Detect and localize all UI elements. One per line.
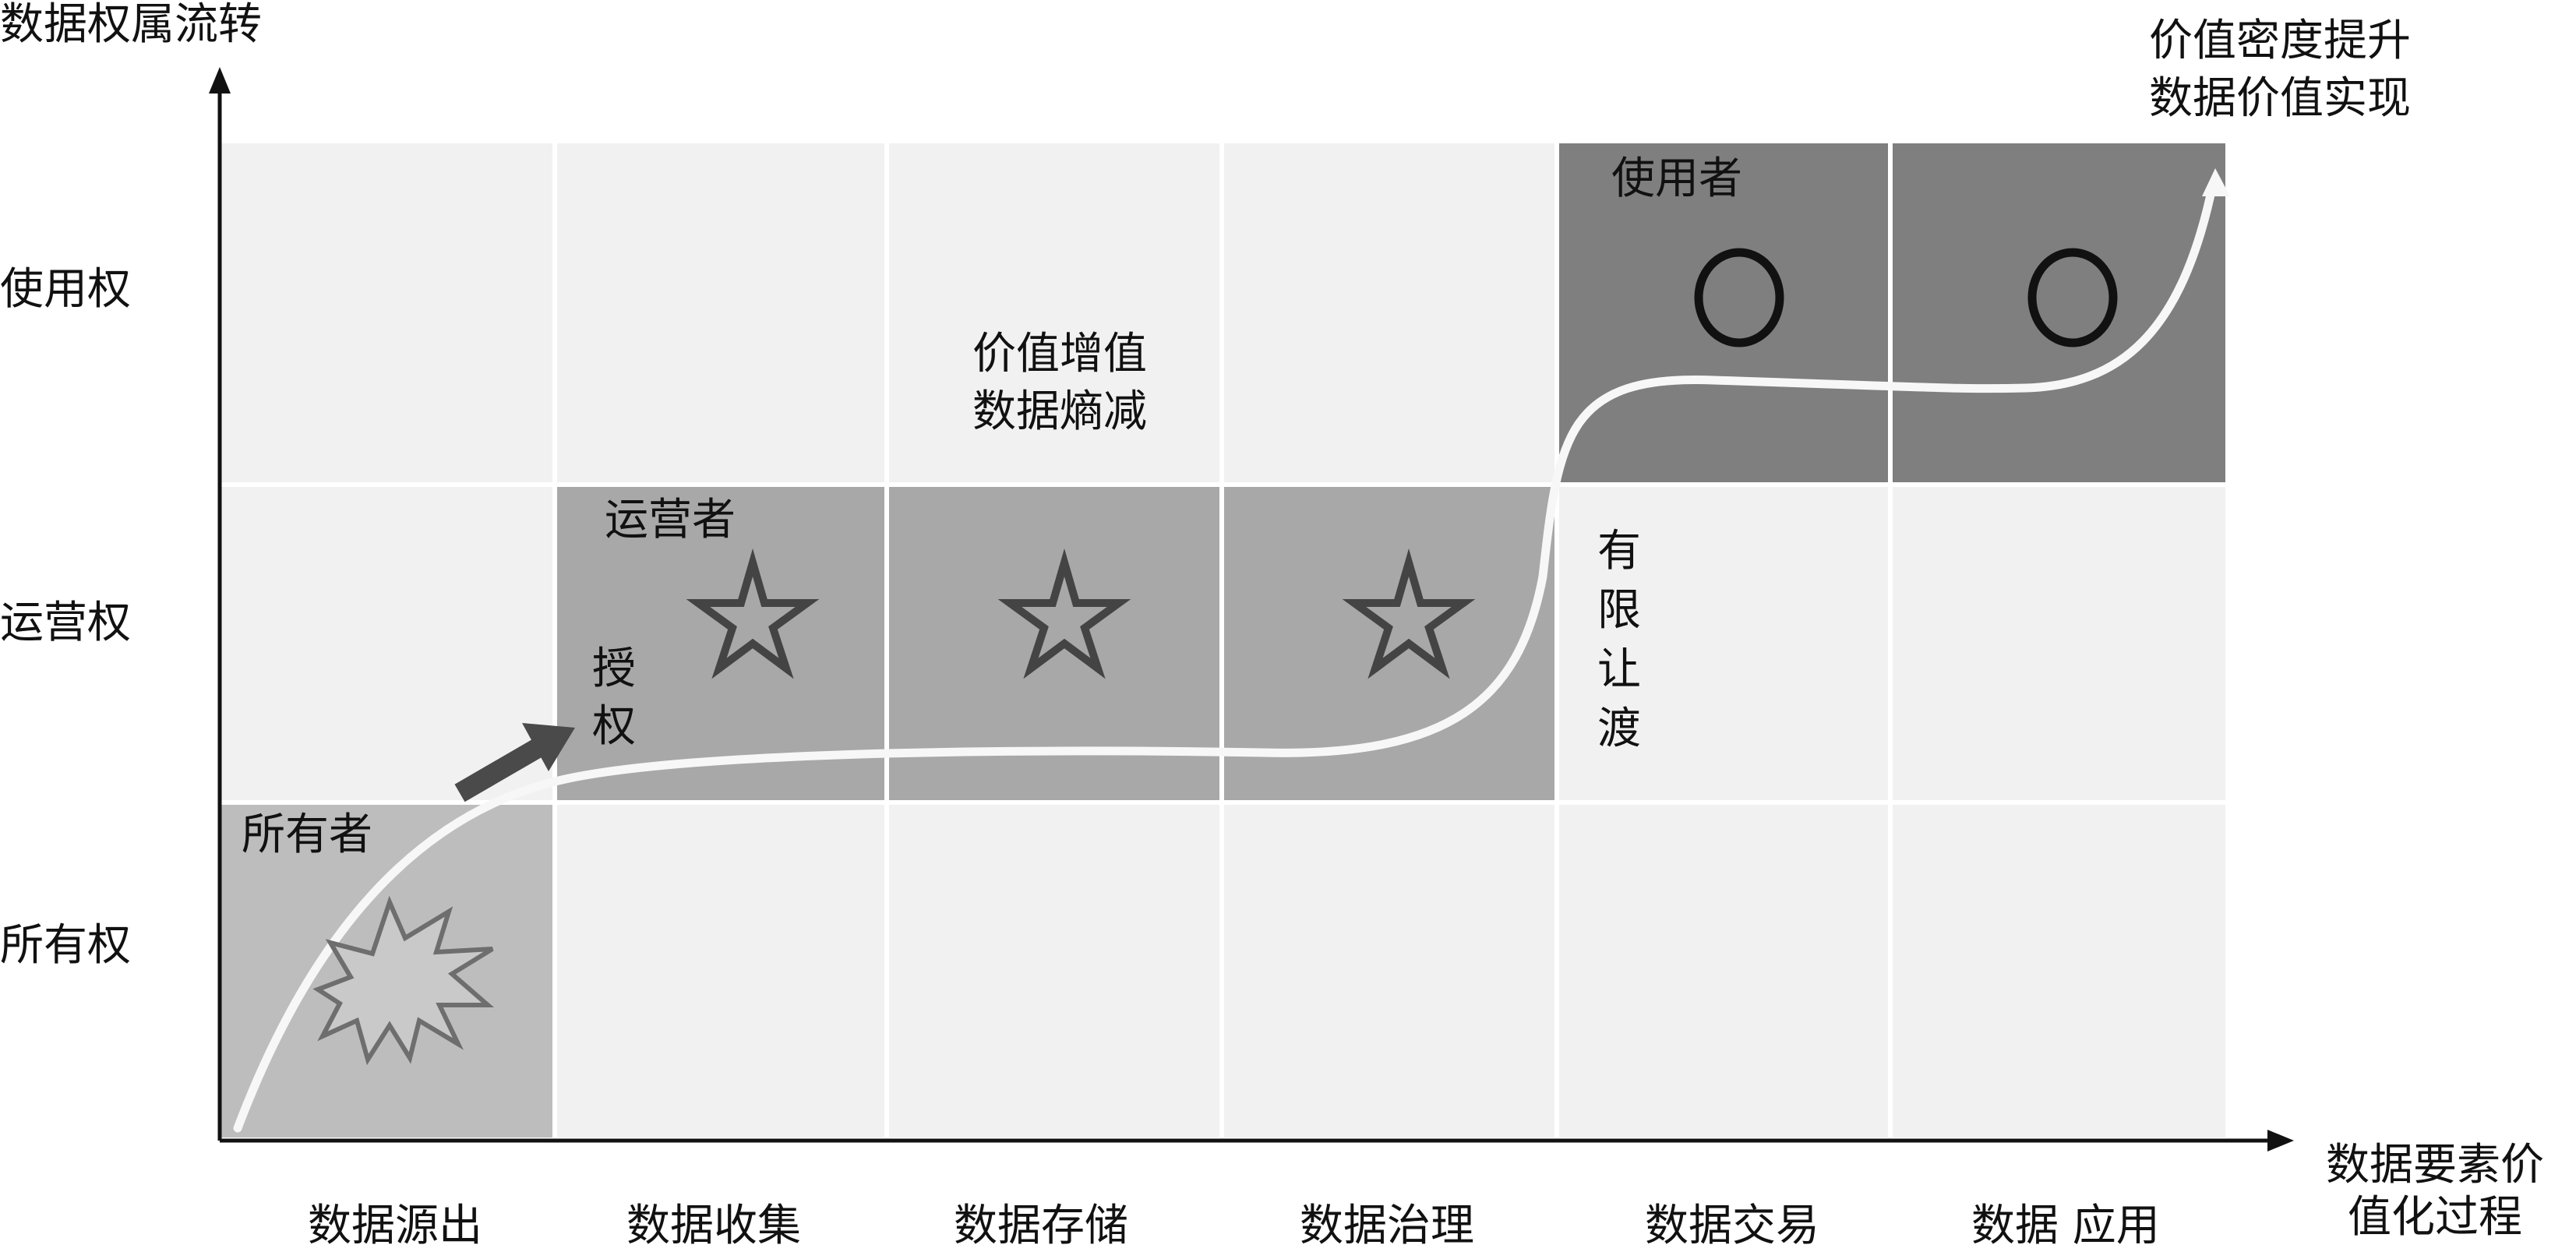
grid-cell-ops-5 <box>1559 487 1888 800</box>
flow-curve <box>233 179 2218 1133</box>
circle-icon <box>1694 248 1784 347</box>
role-owner: 所有者 <box>242 809 372 860</box>
grid-cell-use-4 <box>1224 143 1554 482</box>
circle-icon <box>2027 248 2118 347</box>
stage-label: 数据治理 <box>1300 1201 1474 1251</box>
grid-cell-own-2 <box>557 805 884 1137</box>
role-user: 使用者 <box>1611 153 1742 204</box>
annotation-value-add-line: 价值增值 <box>972 329 1147 379</box>
annotation-value-add: 价值增值 数据熵减 <box>972 326 1147 441</box>
row-label-own: 所有权 <box>0 920 131 971</box>
grid-cell-own-3 <box>889 805 1219 1137</box>
grid-cell-own-6 <box>1893 805 2225 1137</box>
annotation-limited-transfer-char: 让 <box>1597 644 1641 695</box>
annotation-authorize-char: 授 <box>592 644 636 694</box>
stage-label: 数据 应用 <box>1971 1201 2160 1251</box>
grid-cell-ops-6 <box>1893 487 2225 800</box>
x-axis-title-line-1: 数据要素价 <box>2326 1140 2544 1190</box>
grid-cell-use-2 <box>557 143 884 482</box>
grid-cell-use-3 <box>889 143 1219 482</box>
annotation-limited-transfer-char: 限 <box>1597 585 1641 636</box>
burst-icon <box>312 895 495 1066</box>
grid-cell-ops-1 <box>220 487 552 800</box>
annotation-value-add-line: 数据熵减 <box>972 386 1147 437</box>
row-label-ops: 运营权 <box>0 598 131 648</box>
annotation-value-density-line: 数据价值实现 <box>2149 73 2411 124</box>
y-axis-arrowhead <box>209 67 231 93</box>
annotation-value-density-line: 价值密度提升 <box>2149 16 2411 66</box>
annotation-value-density: 价值密度提升 数据价值实现 <box>2149 12 2411 128</box>
authorize-arrow <box>454 723 575 802</box>
annotation-limited-transfer-char: 渡 <box>1597 704 1641 754</box>
annotation-limited-transfer: 有 限 让 渡 <box>1597 522 1641 759</box>
row-label-use: 使用权 <box>0 264 131 315</box>
x-axis-title-line-2: 值化过程 <box>2348 1192 2522 1243</box>
role-operator: 运营者 <box>605 495 736 545</box>
stage-label: 数据源出 <box>308 1201 482 1251</box>
x-axis-title: 数据要素价 值化过程 <box>2326 1139 2544 1243</box>
star-icon <box>1342 548 1476 679</box>
stage-label: 数据存储 <box>954 1201 1128 1251</box>
annotation-authorize-char: 权 <box>592 701 636 752</box>
y-axis-title: 数据权属流转 <box>0 0 262 50</box>
star-icon <box>997 548 1131 679</box>
grid-cell-use-5 <box>1559 143 1888 482</box>
stage-label: 数据交易 <box>1645 1201 1819 1251</box>
grid-cell-own-5 <box>1559 805 1888 1137</box>
stage-label: 数据收集 <box>626 1201 801 1251</box>
grid-cell-own-4 <box>1224 805 1554 1137</box>
annotation-limited-transfer-char: 有 <box>1597 526 1641 577</box>
x-axis-arrowhead <box>2267 1130 2294 1151</box>
star-icon <box>686 548 820 679</box>
grid-cell-use-1 <box>220 143 552 482</box>
grid-cell-ops-2 <box>557 487 884 800</box>
flow-curve-arrowhead <box>2202 168 2230 196</box>
annotation-authorize: 授 权 <box>592 640 636 756</box>
